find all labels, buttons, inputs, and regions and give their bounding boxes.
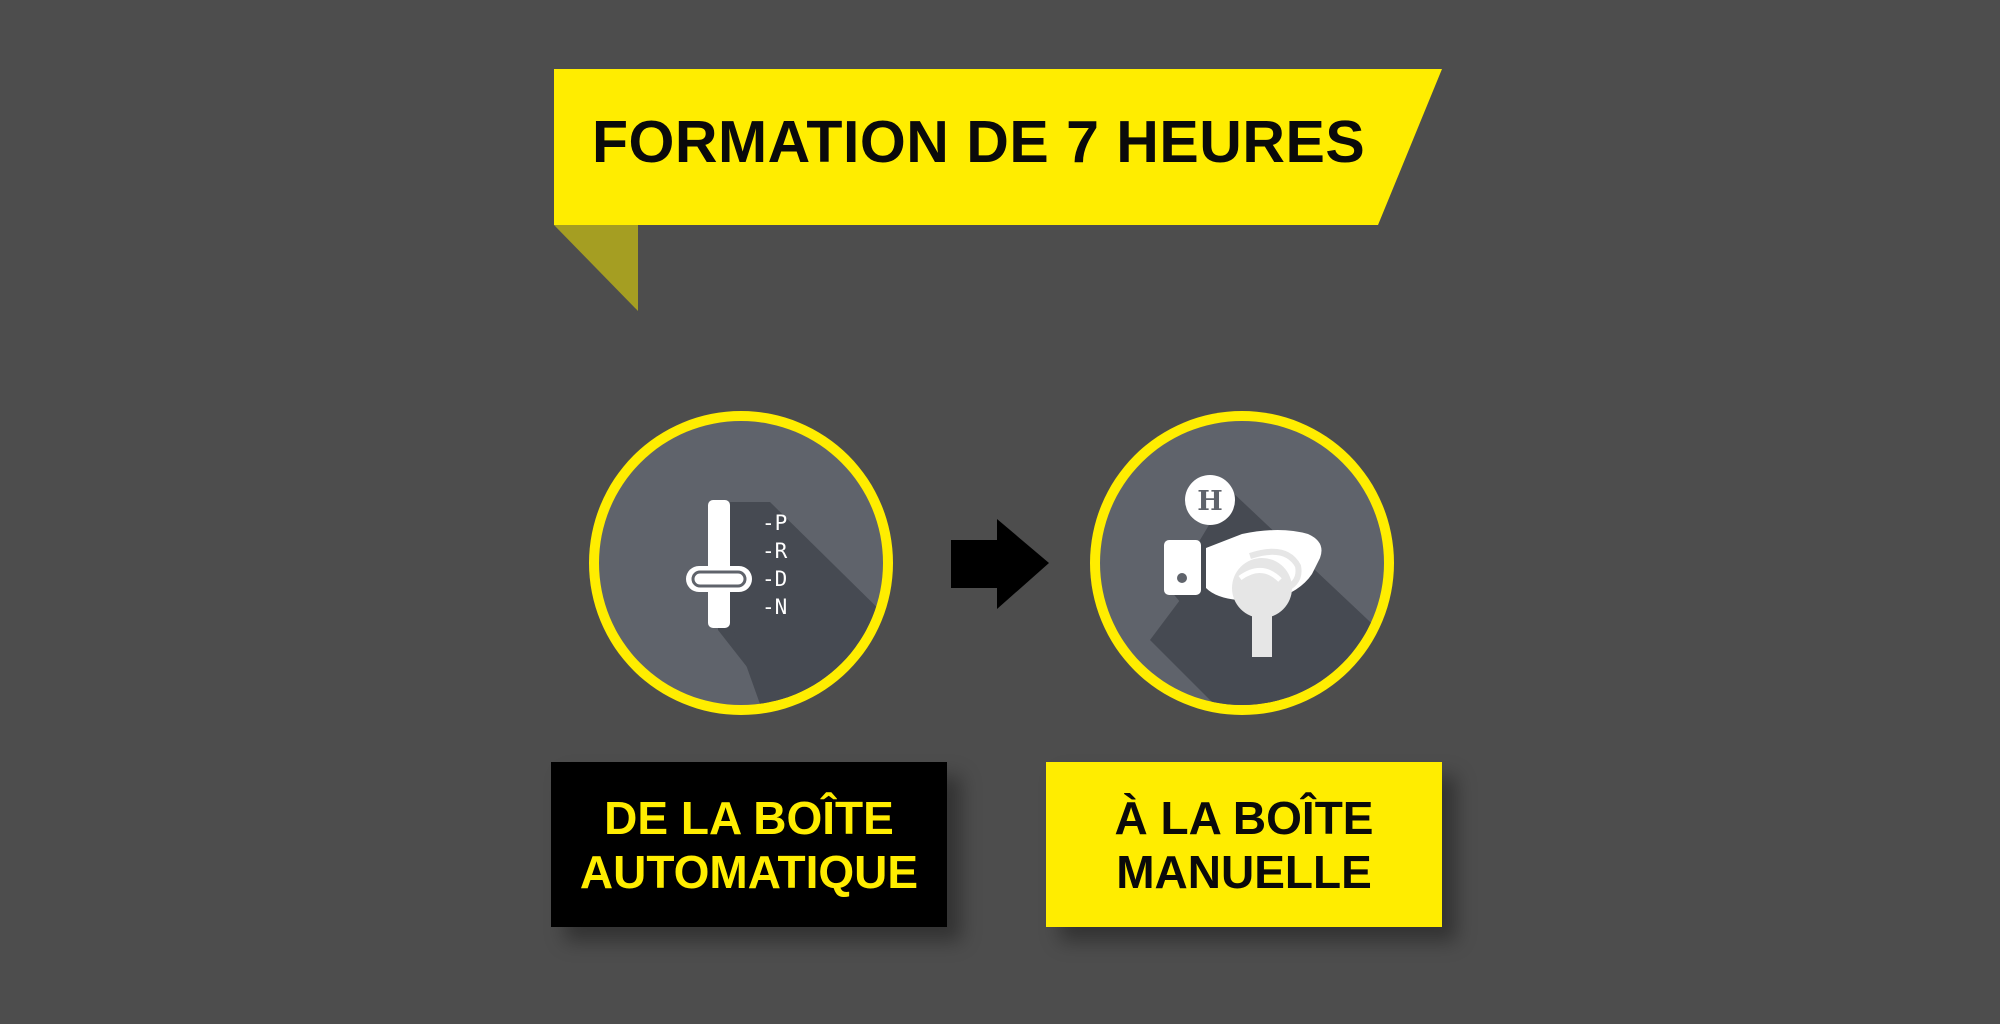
title-banner [554,69,1442,225]
arrow-right-icon [951,519,1049,609]
gear-knob [1232,558,1292,618]
automatic-gearbox-label: DE LA BOÎTE AUTOMATIQUE [551,762,947,927]
automatic-gearbox-icon: -P -R -D -N [589,411,893,715]
gear-lever-shaft [708,500,730,628]
banner-fold [554,225,638,311]
manual-label-line1: À LA BOÎTE [1114,791,1374,844]
gear-r-label: -R [762,539,788,563]
gear-n-label: -N [762,595,787,619]
automatic-label-line2: AUTOMATIQUE [579,845,919,898]
manual-label-line2: MANUELLE [1116,845,1372,898]
gear-p-label: -P [762,511,787,535]
h-pattern-label: H [1197,486,1223,517]
manual-gearbox-icon: H [1090,411,1394,715]
manual-gearbox-label: À LA BOÎTE MANUELLE [1046,762,1442,927]
gear-stick-shaft [1252,612,1272,657]
gear-d-label: -D [762,567,787,591]
cuff-icon [1164,540,1201,595]
automatic-label-line1: DE LA BOÎTE [604,791,894,844]
h-pattern-badge [1185,475,1235,525]
gear-lever-handle [686,566,752,592]
banner-title: FORMATION DE 7 HEURES [592,109,1366,175]
